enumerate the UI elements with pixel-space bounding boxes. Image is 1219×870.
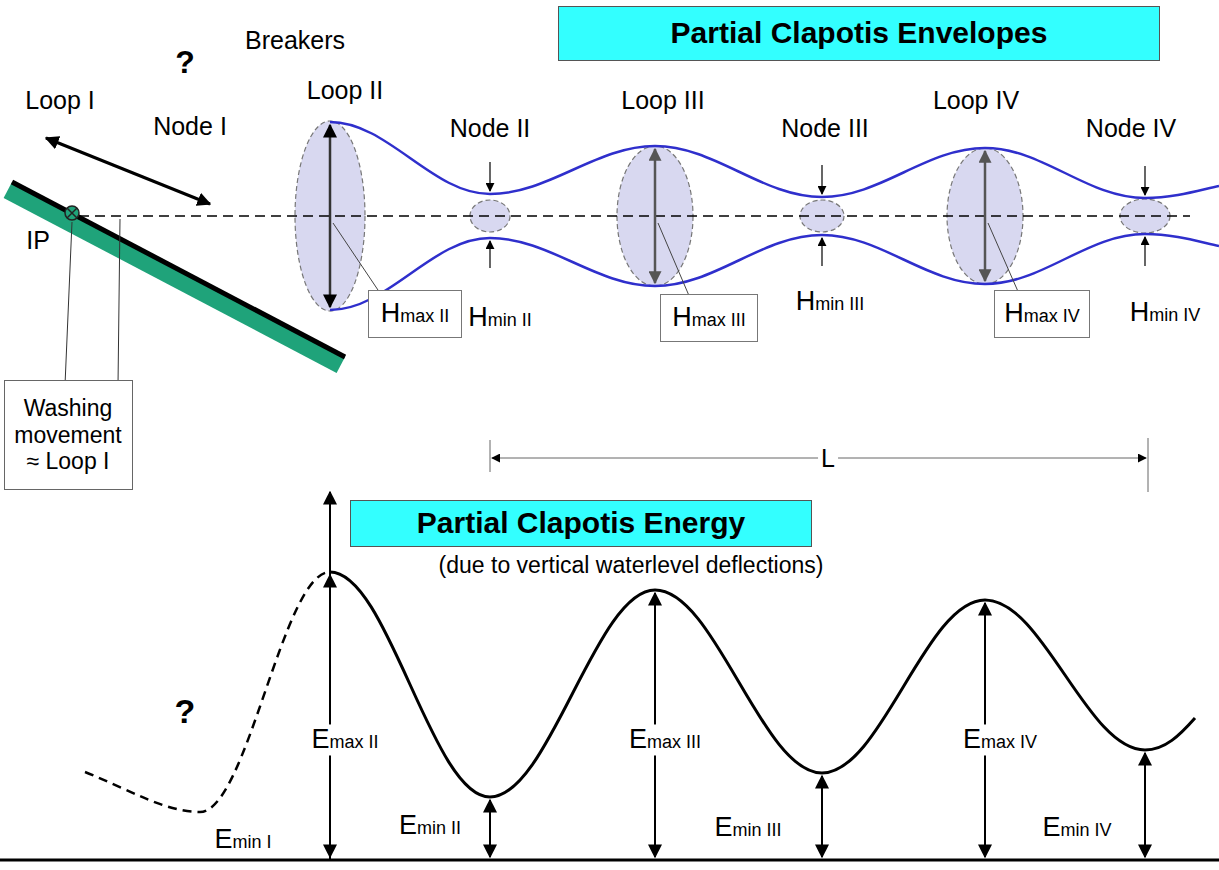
leader-line — [118, 219, 120, 385]
node-pointer — [489, 241, 490, 268]
box-text: Hmax III — [672, 302, 746, 333]
impact-point-cross — [67, 208, 77, 218]
impact-point-cross — [67, 208, 77, 218]
energy-label: Emin III — [714, 812, 781, 843]
node-pointer — [1144, 237, 1145, 266]
dimension-label: L — [818, 444, 838, 473]
box-text: Hmax IV — [1004, 298, 1080, 329]
annotation: Breakers — [245, 26, 345, 55]
dimension-tick — [1148, 438, 1149, 492]
height-arrow — [654, 149, 657, 283]
still-water-line — [79, 215, 1190, 217]
subtitle: (due to vertical waterlevel deflections) — [439, 552, 824, 578]
energy-label: Emin I — [214, 824, 271, 855]
energy-curve — [330, 572, 1195, 797]
height-label: Hmin II — [468, 302, 532, 333]
leader-line — [65, 222, 72, 385]
box-text: Partial Clapotis Energy — [417, 506, 745, 541]
energy-arrow — [1144, 753, 1146, 857]
loop-name: Loop III — [621, 86, 704, 115]
energy-label: Emax IV — [960, 724, 1040, 755]
height-box: Hmax III — [660, 294, 758, 342]
dimension-tick — [490, 440, 491, 472]
energy-curve-uncertain — [85, 572, 330, 812]
loop-name: Loop I — [25, 86, 95, 115]
energy-baseline — [0, 859, 1219, 862]
node-name: Node III — [781, 114, 869, 143]
node-name: Node II — [450, 114, 531, 143]
height-label: Hmin IV — [1130, 297, 1201, 328]
height-box: Hmax II — [368, 290, 462, 338]
energy-label: Emin IV — [1042, 812, 1111, 843]
height-label: Hmin III — [796, 286, 865, 317]
impact-point-symbol — [65, 206, 79, 220]
energy-label: Emin II — [399, 810, 461, 841]
leader-line — [658, 223, 690, 298]
energy-arrow — [821, 776, 823, 857]
energy-arrow — [329, 575, 331, 857]
box-text: Partial Clapotis Envelopes — [671, 16, 1048, 51]
box-text: Washing movement ≈ Loop I — [12, 395, 125, 474]
point-name: IP — [26, 226, 50, 255]
energy-axis — [329, 492, 331, 860]
leader-line — [988, 223, 1020, 296]
box-text: Hmax II — [381, 298, 450, 329]
title-band: Partial Clapotis Energy — [350, 500, 812, 547]
title-band: Partial Clapotis Envelopes — [558, 6, 1160, 61]
node-name: Node IV — [1086, 114, 1176, 143]
washing-arrow — [46, 138, 210, 204]
note-box: Washing movement ≈ Loop I — [4, 380, 133, 490]
height-box: Hmax IV — [994, 290, 1090, 338]
slope-surface — [12, 182, 345, 357]
node-name: Node I — [153, 112, 227, 141]
leader-line — [333, 223, 382, 296]
energy-label: Emax II — [308, 724, 381, 755]
node-pointer — [1144, 166, 1145, 195]
question-mark: ? — [175, 44, 195, 81]
slope-body — [4, 182, 345, 373]
node-pointer — [821, 238, 822, 266]
node-pointer — [489, 162, 490, 191]
loop-name: Loop II — [307, 76, 383, 105]
energy-label: Emax III — [626, 724, 704, 755]
question-mark: ? — [175, 692, 196, 731]
energy-arrow — [489, 800, 491, 857]
height-arrow — [984, 151, 987, 281]
node-pointer — [821, 165, 822, 194]
height-arrow — [329, 125, 332, 307]
loop-name: Loop IV — [933, 86, 1019, 115]
